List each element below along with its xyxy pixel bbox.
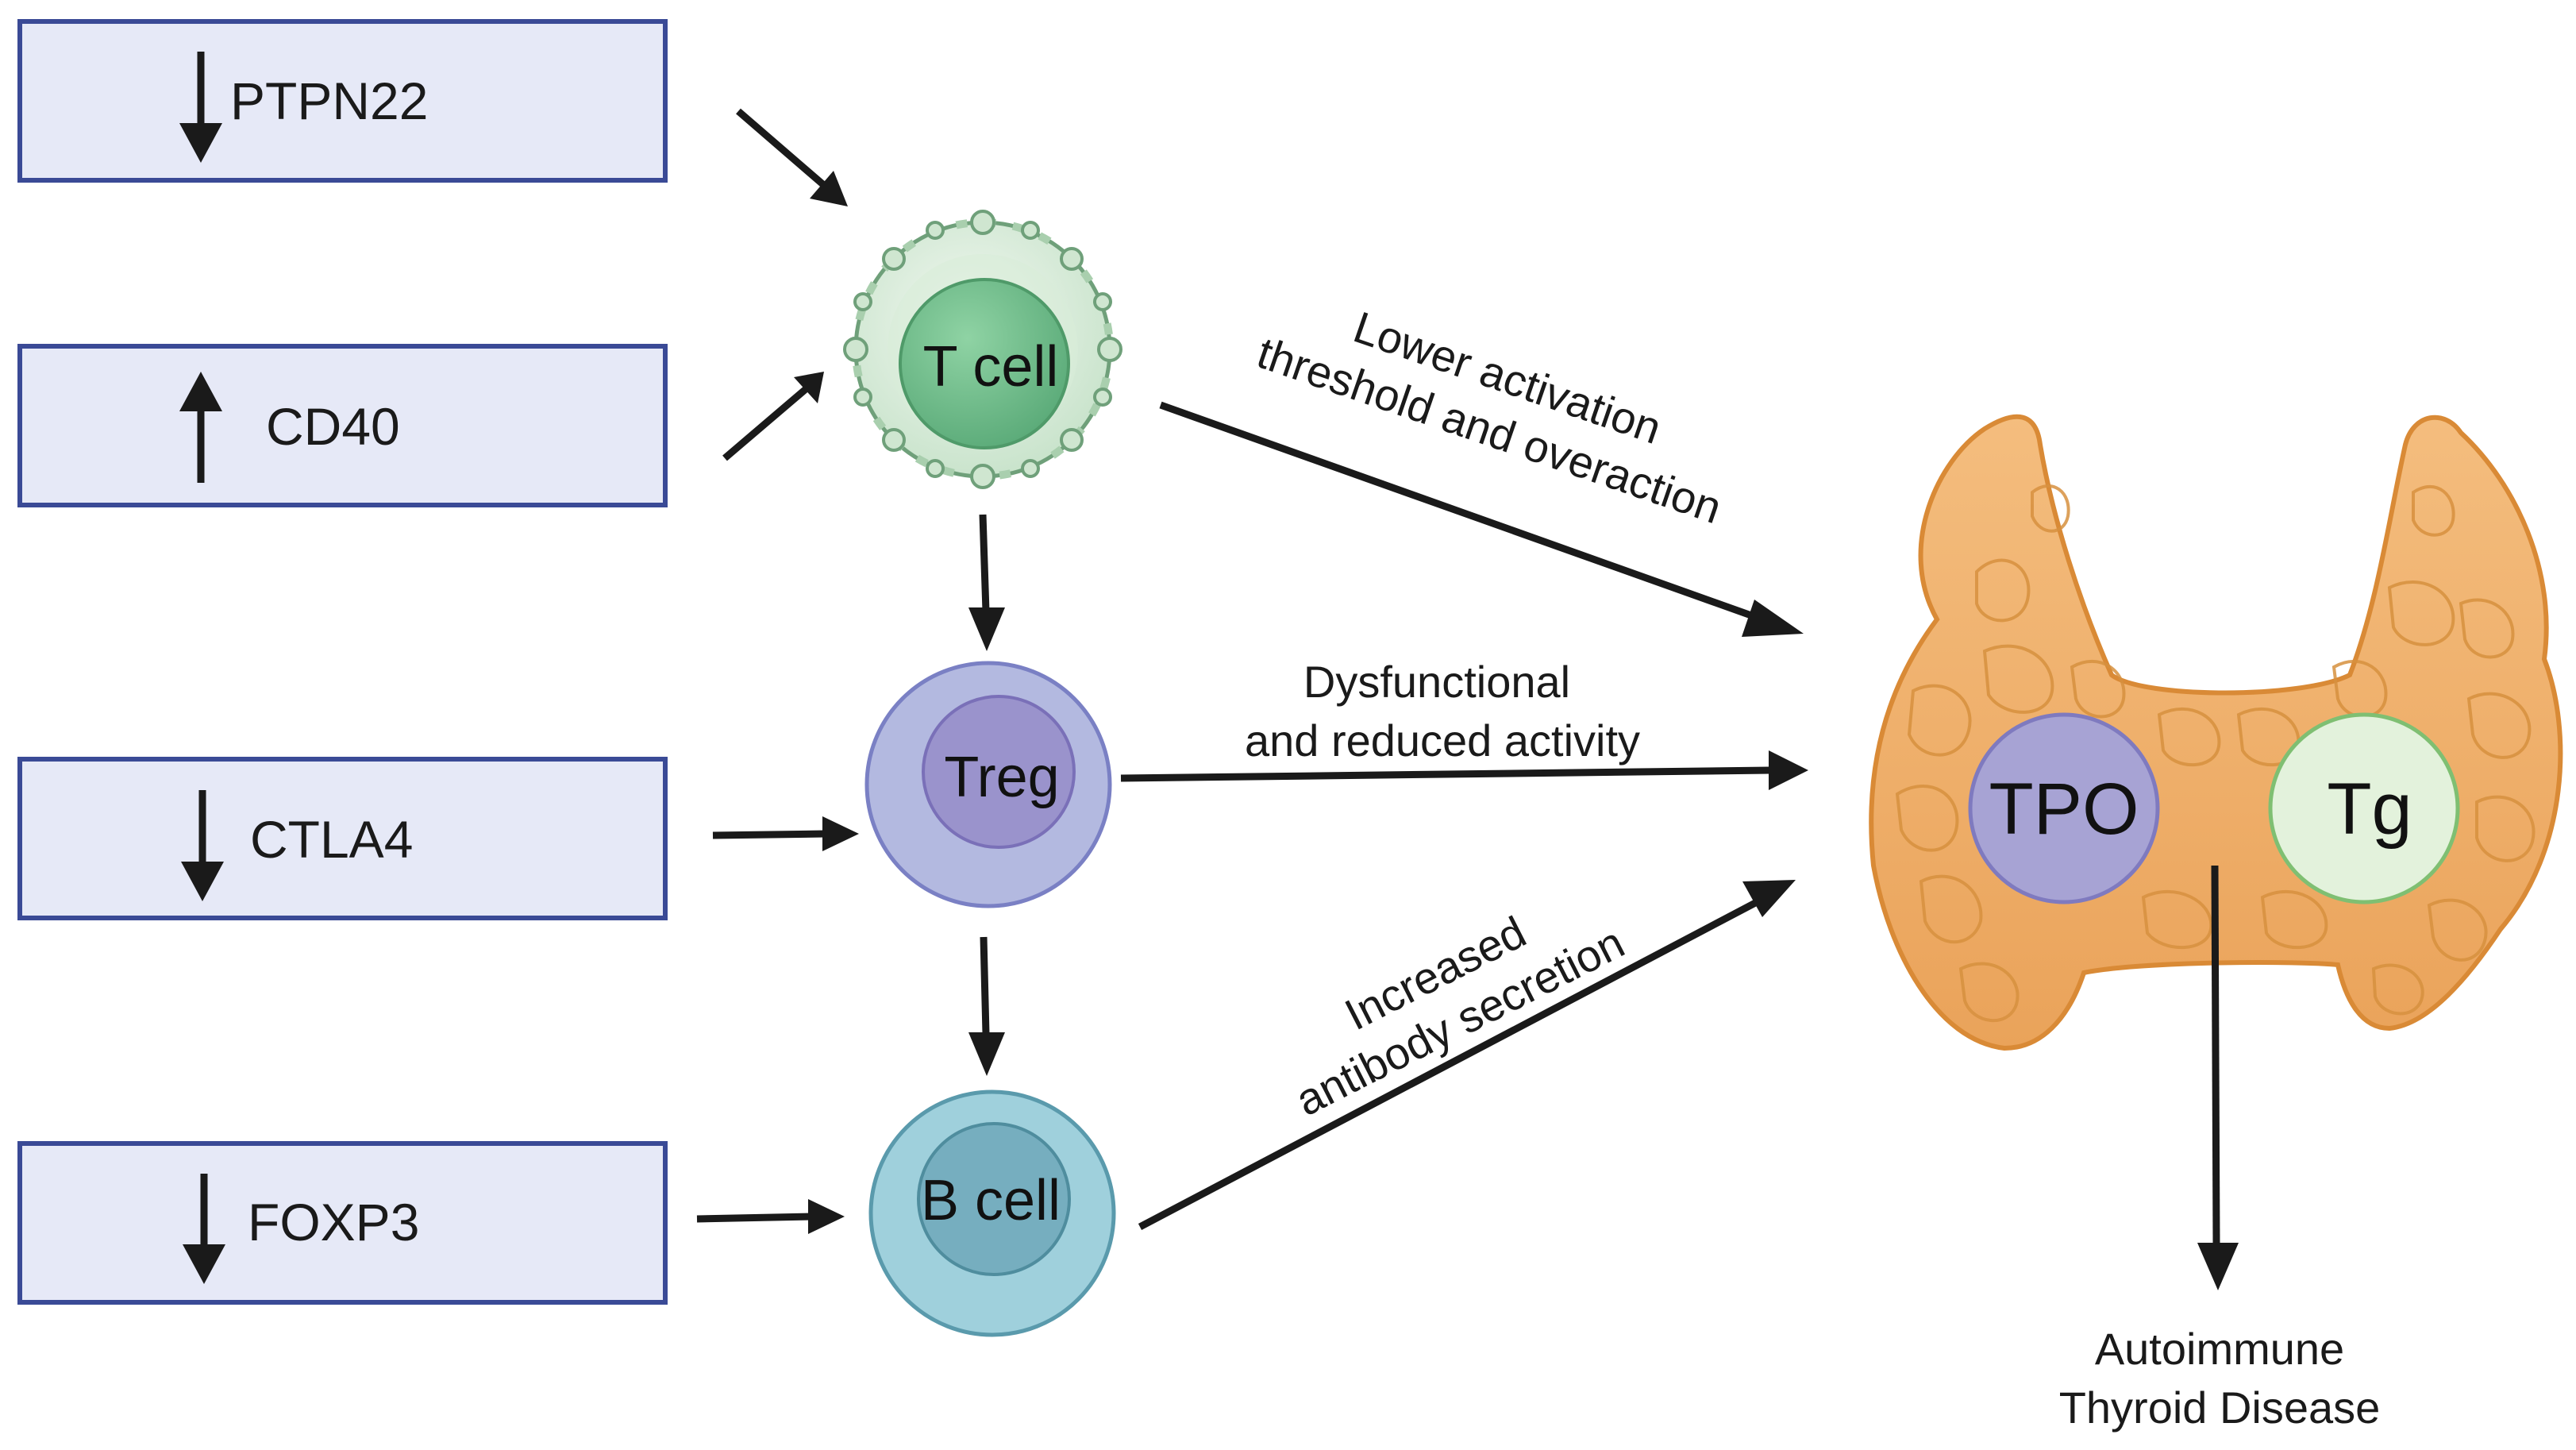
arrow-foxp3-to-bcell (696, 1199, 845, 1234)
outcome-label: Autoimmune Thyroid Disease (2059, 1324, 2381, 1433)
arrow-tcell-to-thyroid (1159, 401, 1804, 637)
outcome-line2: Thyroid Disease (2059, 1383, 2381, 1433)
arrow-cd40-to-tcell (722, 372, 824, 461)
gene-box-foxp3: FOXP3 (17, 1141, 668, 1305)
annotation-treg-line1: Dysfunctional (1303, 657, 1570, 707)
arrow-tcell-to-treg (968, 514, 1005, 651)
down-arrow-icon (179, 52, 222, 163)
down-arrow-icon (181, 790, 224, 901)
down-arrow-icon (183, 1174, 225, 1284)
tg-label: Tg (2327, 769, 2412, 850)
up-arrow-icon (179, 372, 222, 483)
annotation-tcell: Lower activation threshold and overactio… (1251, 302, 1727, 533)
arrow-bcell-to-thyroid (1138, 880, 1796, 1230)
gene-label-cd40: CD40 (266, 397, 400, 456)
gene-box-ptpn22: PTPN22 (17, 19, 668, 183)
gene-label-ptpn22: PTPN22 (230, 71, 428, 130)
gene-label-foxp3: FOXP3 (248, 1193, 419, 1251)
annotation-treg: Dysfunctional and reduced activity (1245, 657, 1640, 765)
tpo-label: TPO (1989, 769, 2139, 850)
arrow-ptpn22-to-tcell (736, 108, 848, 206)
outcome-line1: Autoimmune (2095, 1324, 2344, 1374)
arrow-treg-to-bcell (968, 936, 1005, 1076)
tcell-label: T cell (923, 335, 1059, 399)
thyroid-gland-icon: TPO Tg (1869, 414, 2563, 1051)
b-cell-icon: B cell (868, 1089, 1116, 1337)
arrow-ctla4-to-treg (712, 816, 859, 851)
gene-box-ctla4: CTLA4 (17, 757, 668, 920)
bcell-label: B cell (921, 1169, 1061, 1232)
gene-label-ctla4: CTLA4 (250, 810, 413, 869)
arrow-thyroid-to-outcome (2197, 865, 2239, 1290)
annotation-treg-line2: and reduced activity (1245, 715, 1640, 765)
t-cell-icon: T cell (843, 210, 1122, 489)
treg-cell-icon: Treg (864, 661, 1112, 908)
treg-label: Treg (944, 746, 1059, 809)
gene-box-cd40: CD40 (17, 344, 668, 507)
arrow-treg-to-thyroid (1120, 750, 1808, 790)
